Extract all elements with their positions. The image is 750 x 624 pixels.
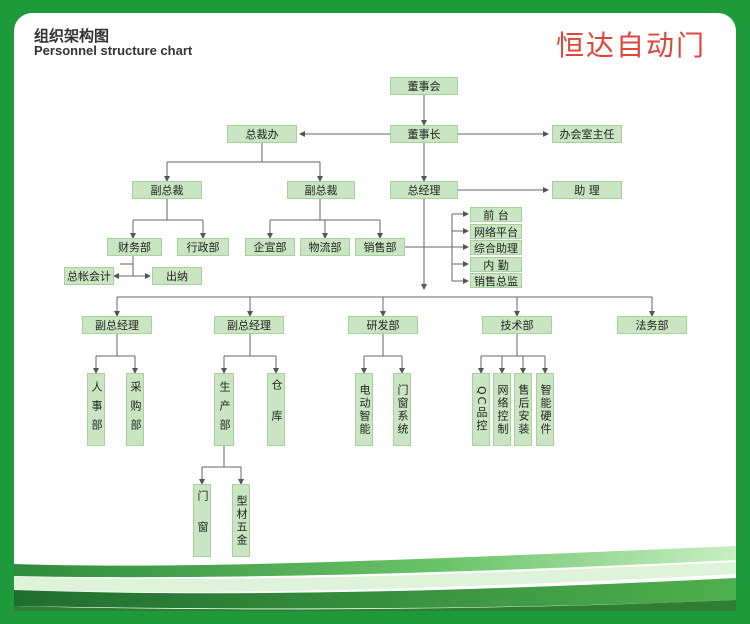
- node-electric-smart-label: 电动智能: [358, 383, 371, 436]
- node-network-control-label: 网络控制: [496, 383, 509, 436]
- node-network-control: 网络控制: [493, 373, 511, 446]
- node-qc-label: QC品控: [475, 386, 488, 433]
- node-finance-dept: 财务部: [107, 238, 162, 256]
- node-sales-dept: 销售部: [355, 238, 405, 256]
- node-cashier: 出纳: [152, 267, 202, 285]
- node-front-desk: 前 台: [470, 207, 522, 222]
- node-assistant: 助 理: [552, 181, 622, 199]
- node-sales-director: 销售总监: [470, 273, 522, 288]
- page-subtitle: Personnel structure chart: [34, 43, 193, 58]
- node-logistics-dept: 物流部: [300, 238, 350, 256]
- node-chairman: 董事长: [390, 125, 458, 143]
- node-purchasing-dept-label: 采购部: [129, 381, 142, 438]
- node-president-office: 总裁办: [227, 125, 297, 143]
- node-legal-dept: 法务部: [617, 316, 687, 334]
- node-smart-hardware: 智能硬件: [536, 373, 554, 446]
- node-office-staff: 内 勤: [470, 257, 522, 272]
- node-door-window-system-label: 门窗系统: [396, 383, 409, 436]
- node-general-accountant: 总帐会计: [64, 267, 114, 285]
- brand-name: 恒达自动门: [556, 29, 707, 62]
- node-after-sales: 售后安装: [514, 373, 532, 446]
- page-title: 组织架构图: [34, 27, 110, 45]
- node-deputy-gm-1: 副总经理: [82, 316, 152, 334]
- node-online-platform: 网络平台: [470, 224, 522, 239]
- node-deputy-gm-2: 副总经理: [214, 316, 284, 334]
- node-warehouse-label: 仓库: [270, 378, 283, 441]
- node-general-assistant: 综合助理: [470, 240, 522, 255]
- node-smart-hardware-label: 智能硬件: [539, 383, 552, 436]
- node-profiles-hardware-label: 型材五金: [235, 494, 248, 547]
- node-doors-label: 门窗: [196, 489, 209, 552]
- node-door-window-system: 门窗系统: [393, 373, 411, 446]
- decorative-wave-band: [14, 546, 736, 611]
- node-vice-president-1: 副总裁: [132, 181, 202, 199]
- node-doors: 门窗: [193, 484, 211, 557]
- node-publicity-dept: 企宣部: [245, 238, 295, 256]
- chart-board: [14, 13, 736, 611]
- node-qc: QC品控: [472, 373, 490, 446]
- node-office-director: 办会室主任: [552, 125, 622, 143]
- node-admin-dept: 行政部: [177, 238, 229, 256]
- node-profiles-hardware: 型材五金: [232, 484, 250, 557]
- node-vice-president-2: 副总裁: [287, 181, 355, 199]
- node-board-of-directors: 董事会: [390, 77, 458, 95]
- node-purchasing-dept: 采购部: [126, 373, 144, 446]
- node-hr-dept-label: 人事部: [90, 381, 103, 438]
- node-production-dept-label: 生产部: [218, 381, 231, 438]
- node-electric-smart: 电动智能: [355, 373, 373, 446]
- node-production-dept: 生产部: [214, 373, 234, 446]
- node-warehouse: 仓库: [267, 373, 285, 446]
- node-after-sales-label: 售后安装: [517, 383, 530, 436]
- node-tech-dept: 技术部: [482, 316, 552, 334]
- node-hr-dept: 人事部: [87, 373, 105, 446]
- node-rnd-dept: 研发部: [348, 316, 418, 334]
- node-general-manager: 总经理: [390, 181, 458, 199]
